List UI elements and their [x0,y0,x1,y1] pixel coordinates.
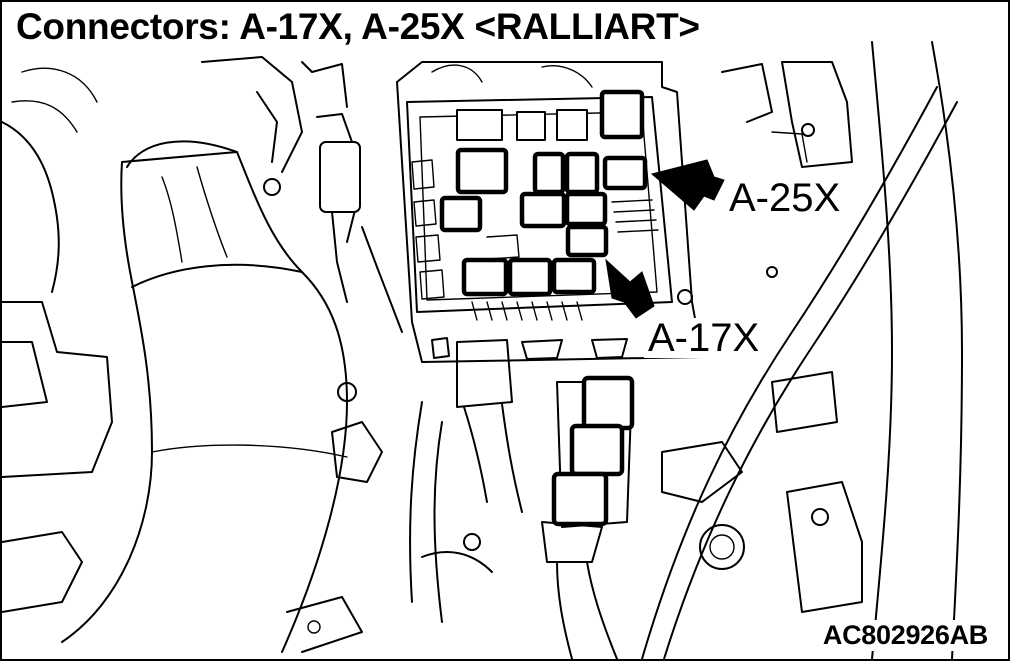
arrow-a17x [605,258,655,319]
relay-box [396,61,703,363]
figure-id: AC802926AB [820,620,990,651]
relay-column-connector [541,375,635,659]
wiring-harness [286,339,523,653]
diagonal-cable [641,86,958,659]
callout-label-a25x: A-25X [725,178,845,218]
air-intake-duct [61,140,348,653]
diagram-title: Connectors: A-17X, A-25X <RALLIART> [12,6,706,50]
callout-label-a17x: A-17X [644,318,764,358]
right-body-parts [661,41,963,659]
arrow-a25x [650,159,725,211]
callout-arrows [605,159,725,319]
upper-engine-parts [201,56,403,483]
left-body-panel [2,67,113,613]
